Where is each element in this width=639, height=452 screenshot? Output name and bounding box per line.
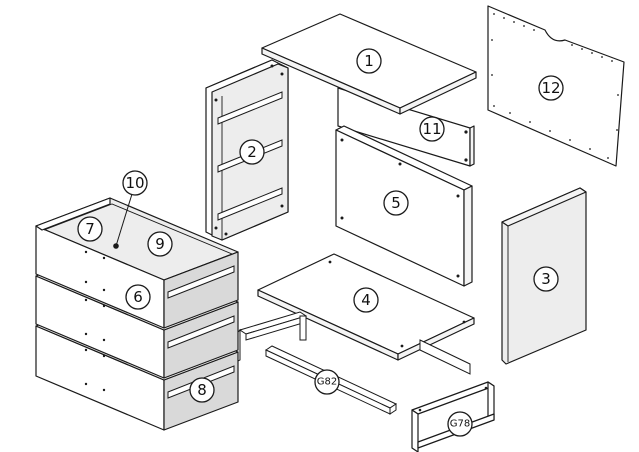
svg-text:2: 2 — [247, 143, 257, 161]
callout-5: 5 — [383, 190, 409, 216]
svg-text:1: 1 — [364, 52, 374, 70]
callout-3: 3 — [533, 266, 559, 292]
callout-4: 4 — [353, 287, 379, 313]
callout-10-leader — [115, 193, 133, 247]
svg-text:4: 4 — [361, 291, 371, 309]
callout-10: 10 — [122, 170, 148, 196]
callout-9: 9 — [147, 231, 173, 257]
callout-11: 11 — [419, 116, 445, 142]
svg-text:7: 7 — [85, 220, 95, 238]
svg-text:6: 6 — [133, 288, 143, 306]
svg-text:G82: G82 — [317, 377, 337, 388]
callout-6: 6 — [125, 284, 151, 310]
callout-2: 2 — [239, 139, 265, 165]
callout-g78: G78 — [447, 411, 473, 437]
svg-text:12: 12 — [541, 79, 560, 97]
svg-text:G78: G78 — [450, 419, 470, 430]
callout-8: 8 — [189, 377, 215, 403]
svg-text:11: 11 — [422, 120, 441, 138]
svg-text:8: 8 — [197, 381, 207, 399]
svg-text:10: 10 — [125, 174, 144, 192]
svg-text:3: 3 — [541, 270, 551, 288]
svg-text:5: 5 — [391, 194, 401, 212]
callout-1: 1 — [356, 48, 382, 74]
part-11-rear-rail — [337, 87, 475, 167]
svg-text:9: 9 — [155, 235, 165, 253]
callout-g82: G82 — [314, 369, 340, 395]
callout-12: 12 — [538, 75, 564, 101]
part-2-left-side-panel — [205, 59, 289, 241]
callout-7: 7 — [77, 216, 103, 242]
